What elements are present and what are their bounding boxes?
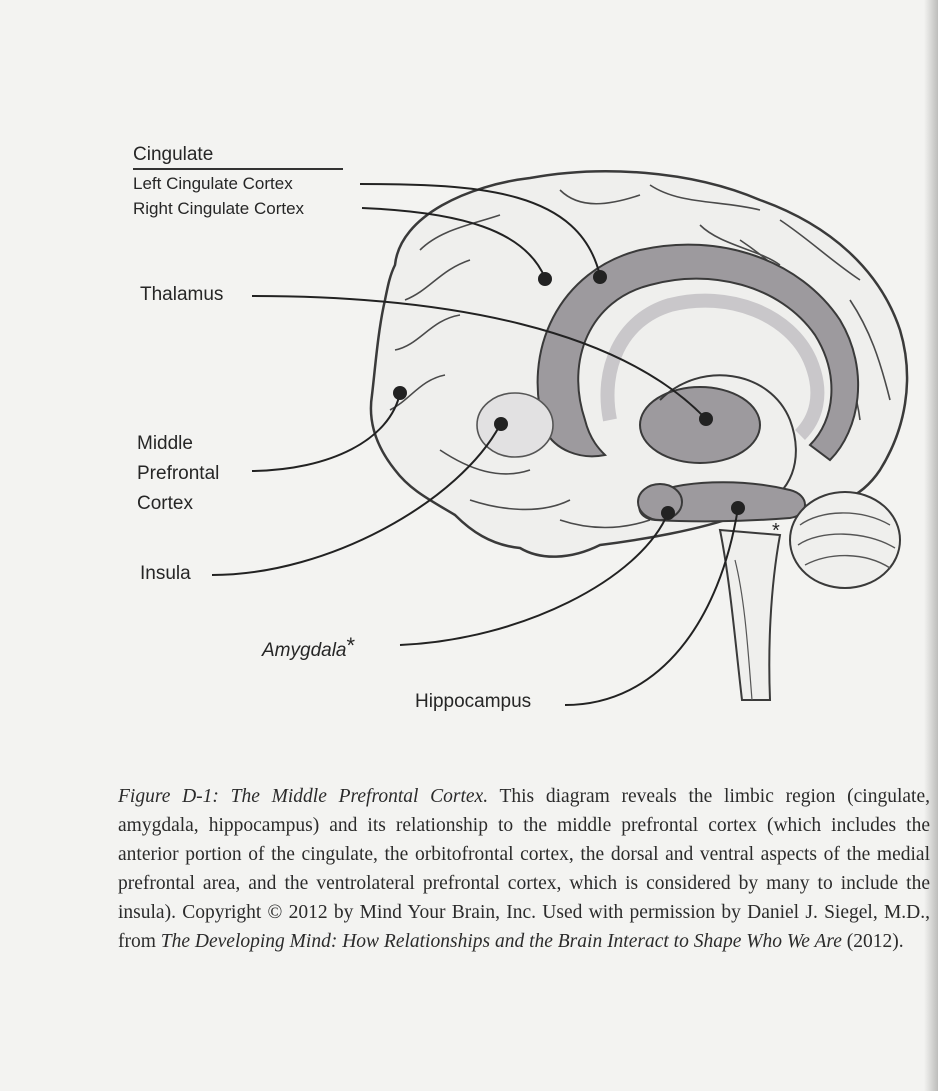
label-middle-prefrontal-cortex: Middle Prefrontal Cortex <box>137 429 219 519</box>
book-title: The Developing Mind: How Relationships a… <box>161 931 842 952</box>
figure-caption: Figure D-1: The Middle Prefrontal Cortex… <box>118 782 930 956</box>
amygdala-asterisk: * <box>347 633 356 658</box>
cerebellum <box>790 492 900 588</box>
mpfc-line-1: Middle <box>137 429 219 459</box>
brain-diagram <box>0 0 938 770</box>
mpfc-line-3: Cortex <box>137 489 219 519</box>
label-thalamus: Thalamus <box>140 285 223 306</box>
label-left-cingulate-cortex: Left Cingulate Cortex <box>133 175 293 194</box>
thalamus-region <box>640 387 760 463</box>
label-amygdala: Amygdala* <box>262 634 355 662</box>
label-right-cingulate-cortex: Right Cingulate Cortex <box>133 200 304 219</box>
caption-body: This diagram reveals the limbic region (… <box>118 786 930 952</box>
caption-year: (2012). <box>842 931 904 952</box>
amygdala-text: Amygdala <box>262 640 347 661</box>
cingulate-heading: Cingulate <box>133 144 343 170</box>
label-hippocampus: Hippocampus <box>415 692 531 713</box>
amygdala-region <box>638 484 682 520</box>
figure-title: Figure D-1: The Middle Prefrontal Cortex… <box>118 786 488 807</box>
cerebellum-asterisk: * <box>772 520 780 542</box>
mpfc-line-2: Prefrontal <box>137 459 219 489</box>
label-insula: Insula <box>140 564 191 585</box>
insula-region <box>477 393 553 457</box>
